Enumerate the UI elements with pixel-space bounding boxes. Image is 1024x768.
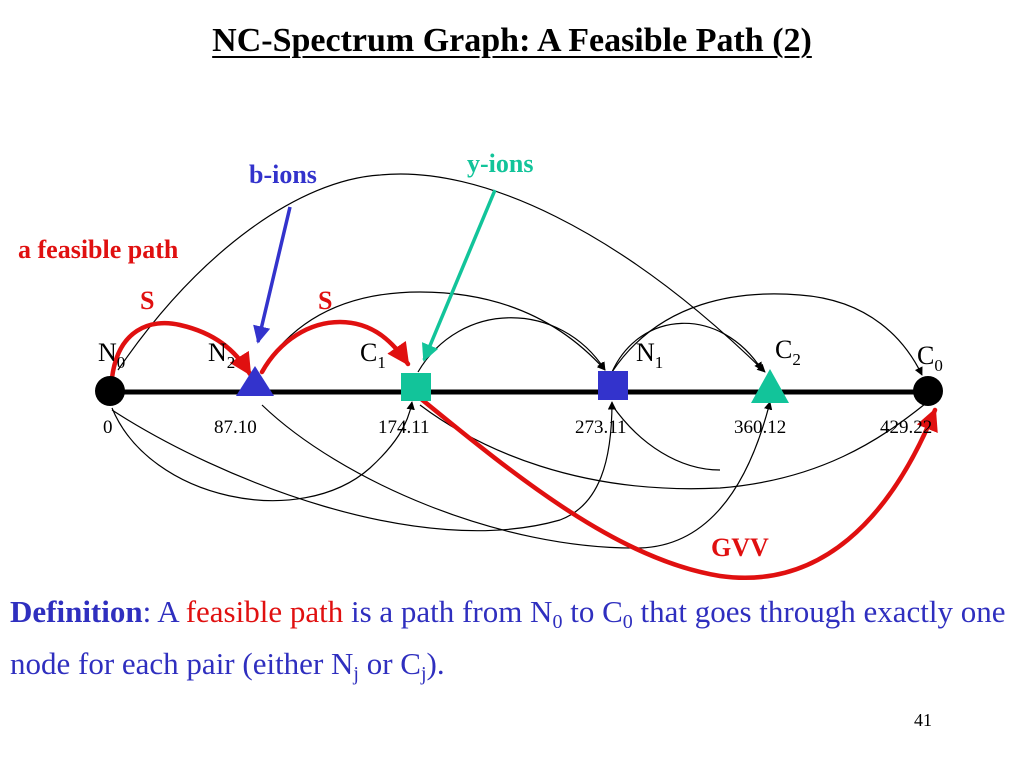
node-c1 — [401, 373, 431, 401]
edge-n1-c0 — [611, 293, 923, 376]
label-n2: N2 — [208, 338, 235, 372]
label-n1: N1 — [636, 338, 663, 372]
definition-highlight: feasible path — [185, 594, 344, 629]
path-n0-n2 — [109, 320, 253, 381]
feasible-path — [109, 319, 938, 580]
node-c0 — [913, 376, 943, 406]
label-c1: C1 — [360, 338, 386, 372]
y-ions-label: y-ions — [467, 149, 533, 178]
s-label-1: S — [140, 286, 154, 315]
edge-n0-c2 — [117, 173, 766, 373]
definition-sub-3: j — [353, 663, 359, 685]
label-n0: N0 — [98, 338, 125, 372]
definition-part-5: ). — [426, 646, 445, 681]
edge-n0-n1 — [111, 401, 617, 532]
edge-n2-n1 — [261, 291, 606, 371]
mass-n0: 0 — [103, 417, 113, 438]
edge-n2-c2 — [261, 401, 773, 549]
mass-n2: 87.10 — [214, 417, 257, 438]
edge-c1-n1 — [417, 317, 606, 373]
edge-n1-c2 — [611, 322, 763, 373]
s-label-2: S — [318, 286, 332, 315]
path-n2-c1 — [259, 319, 411, 375]
definition-colon: : A — [142, 594, 186, 629]
slide-title: NC-Spectrum Graph: A Feasible Path (2) — [212, 22, 812, 59]
definition-part-1: is a path from N — [343, 594, 553, 629]
label-c2: C2 — [775, 335, 801, 369]
definition-part-4: or C — [358, 646, 421, 681]
edges-lower — [111, 401, 926, 549]
y-ions-pointer — [421, 189, 497, 362]
edge-n1-lower — [611, 404, 721, 471]
edge-c1-c0 — [419, 403, 926, 490]
node-c2 — [751, 369, 789, 403]
mass-c1: 174.11 — [378, 417, 430, 438]
mass-n1: 273.11 — [575, 417, 627, 438]
b-ions-label: b-ions — [249, 160, 317, 189]
edge-n0-c1 — [111, 401, 415, 502]
gvv-label: GVV — [711, 533, 769, 562]
feasible-path-label: a feasible path — [18, 235, 179, 264]
definition-part-2: to C — [562, 594, 623, 629]
definition-sub-1: 0 — [552, 611, 563, 633]
definition-lead: Definition — [10, 594, 143, 629]
definition-text: Definition: A feasible path is a path fr… — [10, 586, 1010, 690]
label-c0: C0 — [917, 341, 943, 375]
mass-c0: 429.22 — [880, 417, 932, 438]
node-n2 — [236, 366, 274, 396]
node-n1 — [598, 371, 628, 400]
definition-part-3: that goes through exactly one node for e… — [10, 594, 1006, 681]
definition-sub-4: j — [420, 663, 427, 685]
b-ions-pointer — [253, 206, 292, 344]
page-number: 41 — [914, 710, 932, 730]
path-c1-c0 — [417, 395, 938, 580]
node-n0 — [95, 376, 125, 406]
edges-upper — [117, 173, 923, 376]
mass-c2: 360.12 — [734, 417, 786, 438]
definition-sub-2: 0 — [622, 611, 633, 633]
